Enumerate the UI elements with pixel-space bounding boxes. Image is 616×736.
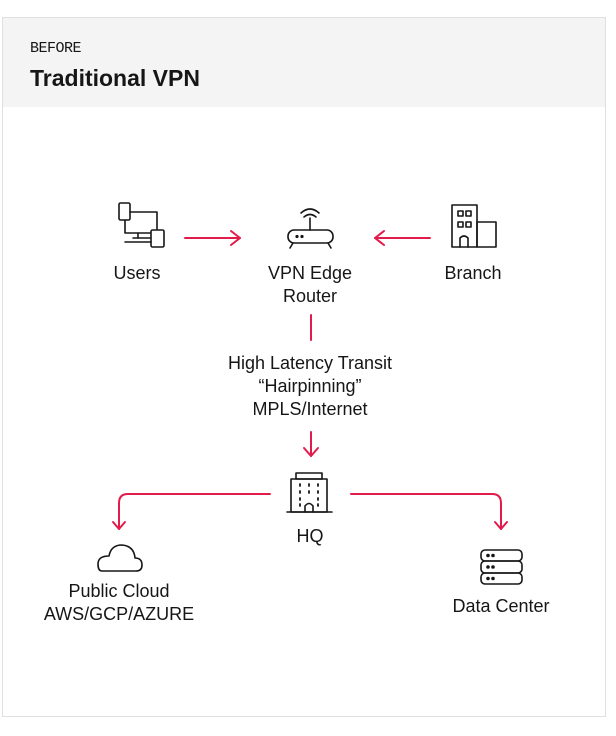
cloud-label-line2: AWS/GCP/AZURE bbox=[43, 604, 195, 624]
transit-line1: High Latency Transit bbox=[227, 353, 393, 373]
node-router-label: VPN Edge Router bbox=[268, 262, 352, 308]
card-title: Traditional VPN bbox=[30, 65, 200, 91]
edge-branch-to-router bbox=[374, 230, 431, 246]
edge-users-to-router bbox=[184, 230, 241, 246]
cloud-icon bbox=[97, 544, 143, 572]
node-hq-label: HQ bbox=[296, 526, 324, 546]
node-datacenter-label: Data Center bbox=[452, 596, 550, 616]
router-label-line2: Router bbox=[282, 286, 338, 306]
server-stack-icon bbox=[480, 549, 523, 585]
diagram-card: BEFORE Traditional VPN bbox=[2, 17, 606, 717]
office-tower-icon bbox=[286, 472, 333, 513]
eyebrow-label: BEFORE bbox=[30, 40, 82, 57]
transit-line3: MPLS/Internet bbox=[252, 399, 368, 419]
node-branch-label: Branch bbox=[444, 263, 502, 283]
building-icon bbox=[451, 204, 497, 248]
card-header: BEFORE Traditional VPN bbox=[3, 18, 605, 107]
router-label-line1: VPN Edge bbox=[267, 263, 353, 283]
node-users-label: Users bbox=[113, 263, 161, 283]
edge-transit-to-hq bbox=[303, 431, 319, 457]
transit-label: High Latency Transit “Hairpinning” MPLS/… bbox=[228, 352, 392, 421]
edge-hq-to-cloud bbox=[112, 493, 271, 530]
router-icon bbox=[287, 208, 334, 249]
cloud-label-line1: Public Cloud bbox=[68, 581, 170, 601]
transit-line2: “Hairpinning” bbox=[258, 376, 362, 396]
users-devices-icon bbox=[118, 202, 165, 248]
node-cloud-label: Public Cloud AWS/GCP/AZURE bbox=[44, 580, 194, 626]
edge-hq-to-datacenter bbox=[350, 493, 508, 530]
